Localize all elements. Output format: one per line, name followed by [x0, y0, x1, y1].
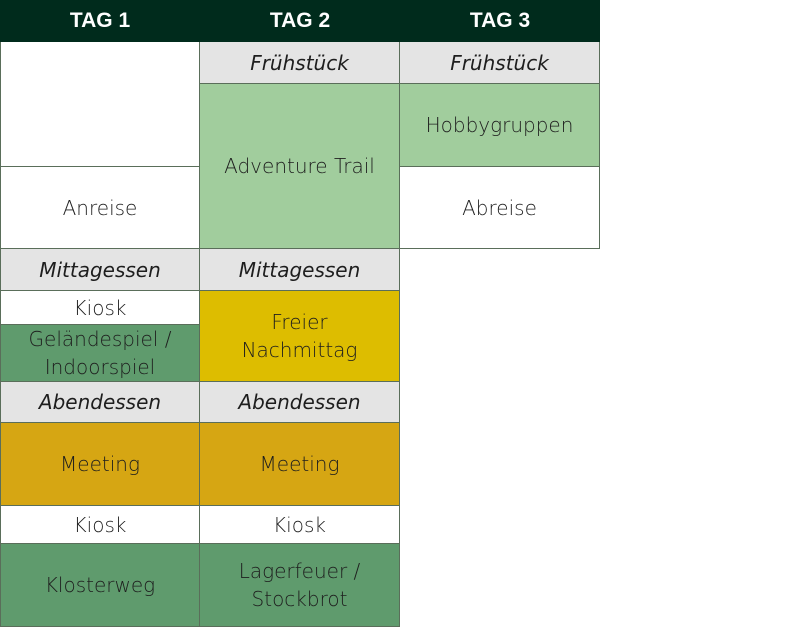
day1-kiosk-afternoon: Kiosk: [0, 291, 200, 325]
column-header-day-2: TAG 2: [200, 0, 400, 42]
day2-free-afternoon: Freier Nachmittag: [200, 291, 400, 382]
day2-morning-activity: Adventure Trail: [200, 84, 400, 249]
day2-dinner: Abendessen: [200, 382, 400, 423]
day2-lunch: Mittagessen: [200, 249, 400, 291]
day2-kiosk-evening: Kiosk: [200, 506, 400, 544]
day2-breakfast: Frühstück: [200, 42, 400, 84]
day2-evening-activity: Lagerfeuer / Stockbrot: [200, 544, 400, 627]
day1-kiosk-evening: Kiosk: [0, 506, 200, 544]
day1-field-game: Geländespiel / Indoorspiel: [0, 325, 200, 382]
column-header-day-3: TAG 3: [400, 0, 600, 42]
day1-empty-slot: [0, 42, 200, 167]
day3-breakfast: Frühstück: [400, 42, 600, 84]
day2-meeting: Meeting: [200, 423, 400, 506]
day1-dinner: Abendessen: [0, 382, 200, 423]
day1-evening-activity: Klosterweg: [0, 544, 200, 627]
day3-departure: Abreise: [400, 167, 600, 249]
day1-lunch: Mittagessen: [0, 249, 200, 291]
day1-arrival: Anreise: [0, 167, 200, 249]
day3-morning-activity: Hobbygruppen: [400, 84, 600, 167]
column-header-day-1: TAG 1: [0, 0, 200, 42]
day1-meeting: Meeting: [0, 423, 200, 506]
